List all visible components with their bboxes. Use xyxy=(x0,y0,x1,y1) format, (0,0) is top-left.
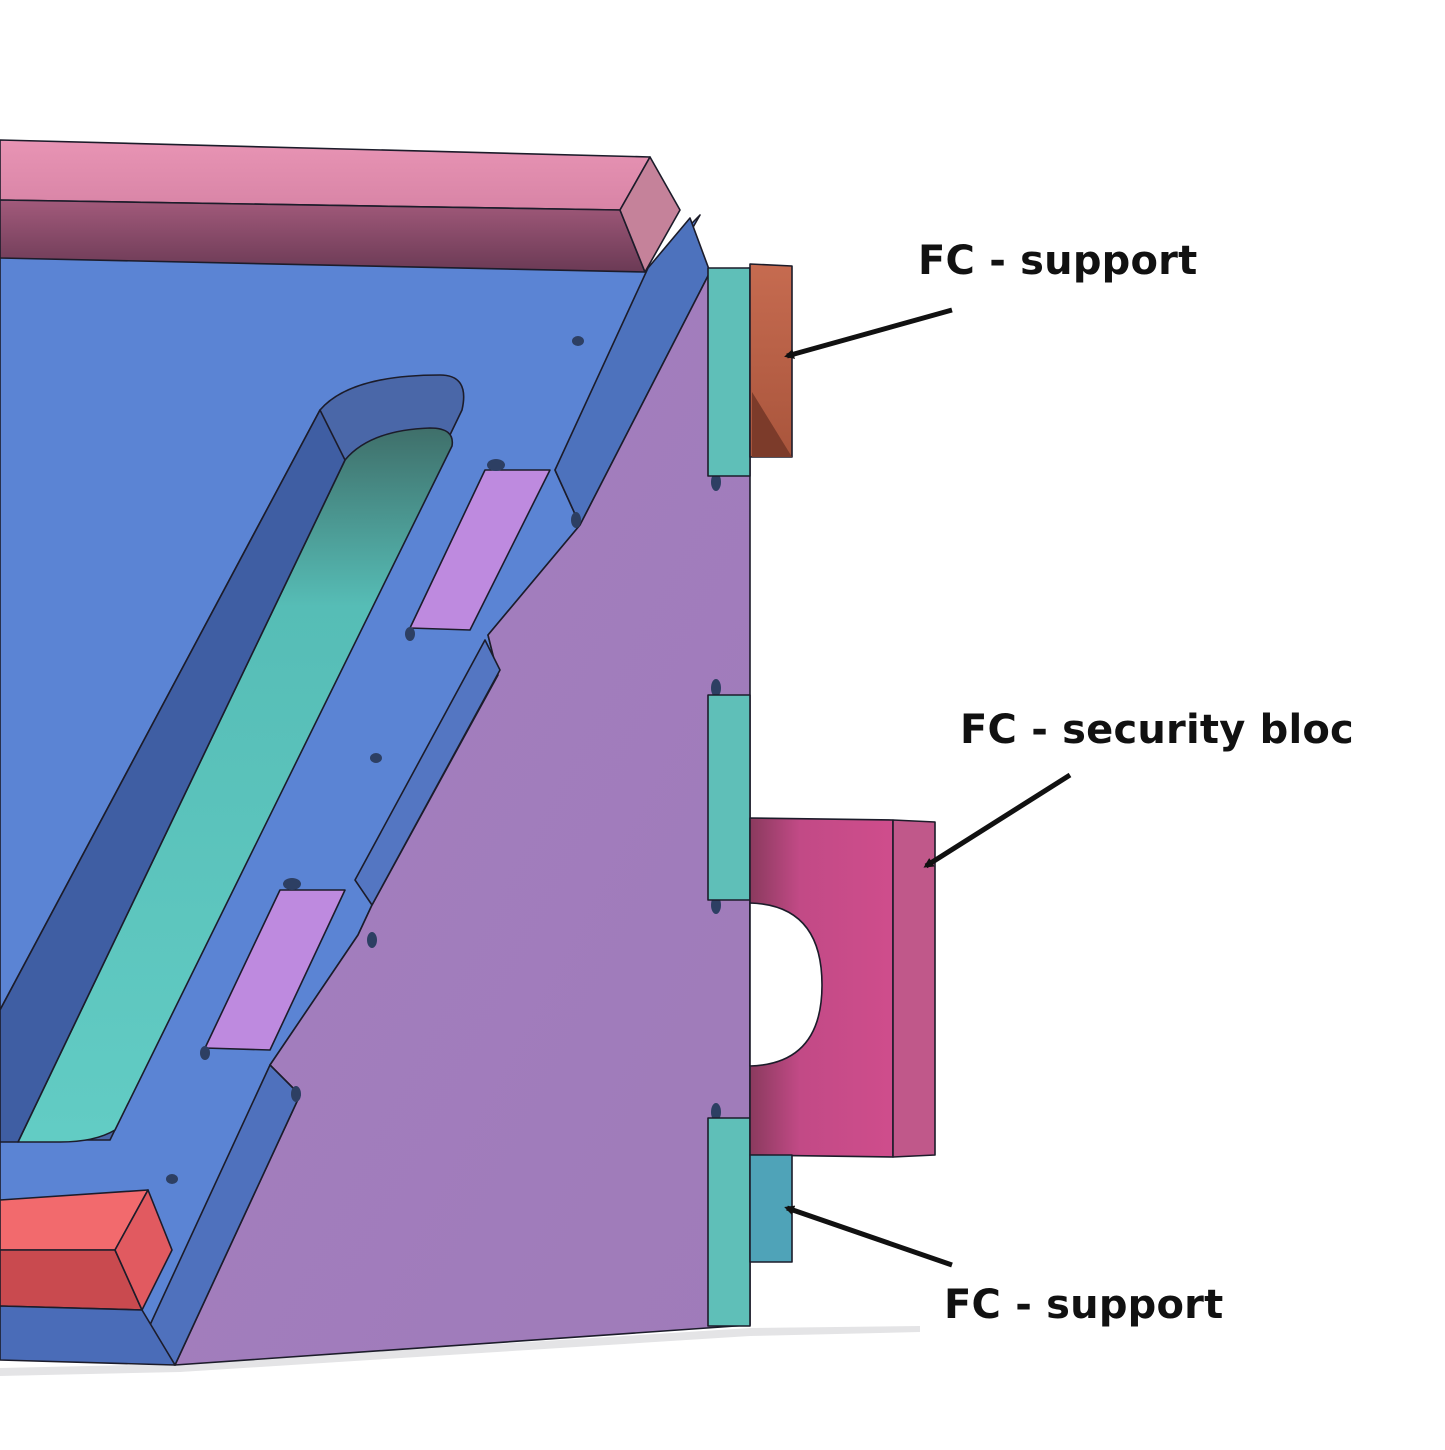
hole xyxy=(367,932,377,948)
upper-tab xyxy=(409,469,551,631)
hole xyxy=(711,679,721,697)
hole xyxy=(711,1103,721,1121)
top-rail-top-face xyxy=(0,139,651,211)
teal-strip-top xyxy=(707,267,751,477)
security-bloc-side xyxy=(892,819,936,1158)
hole xyxy=(572,336,584,346)
hole xyxy=(571,512,581,528)
label-security-bloc: FC - security bloc xyxy=(960,707,1354,753)
hole xyxy=(291,1086,301,1102)
hole xyxy=(370,753,382,763)
hole xyxy=(487,459,505,471)
bottom-support-block xyxy=(749,1154,793,1263)
hole xyxy=(711,473,721,491)
slot-floor xyxy=(17,427,454,1143)
arrow-bottom-support xyxy=(784,1205,953,1268)
top-support-block-shadow xyxy=(752,392,792,457)
lower-tab xyxy=(204,889,346,1051)
label-top-support: FC - support xyxy=(918,238,1198,284)
bottom-rail-end-face xyxy=(114,1189,173,1311)
arrow-security-bloc xyxy=(923,772,1072,869)
ground-shadow xyxy=(0,1326,920,1376)
teal-strip-middle xyxy=(707,694,751,901)
top-rail-end-face xyxy=(619,156,681,273)
teal-strip-bottom xyxy=(707,1117,751,1327)
label-bottom-support: FC - support xyxy=(944,1282,1224,1328)
slot-left-wall xyxy=(0,409,346,1143)
hole xyxy=(283,878,301,890)
hole xyxy=(405,627,415,641)
upper-tab-wall xyxy=(354,639,501,906)
hole xyxy=(166,1174,178,1184)
security-bloc-hole xyxy=(749,902,823,1067)
hole xyxy=(200,1046,210,1060)
arrow-top-support xyxy=(784,307,953,359)
bottom-plate-edge xyxy=(0,1305,176,1366)
